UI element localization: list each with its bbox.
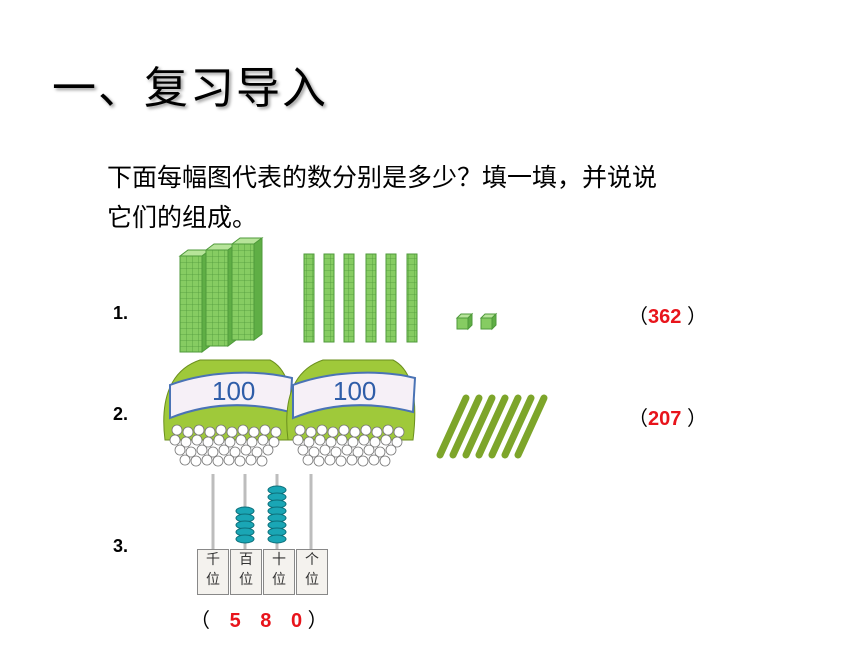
answer-3-open: （ bbox=[190, 610, 210, 632]
answer-3-close: ） bbox=[307, 610, 328, 632]
answer-3-digit-2: 8 bbox=[260, 610, 272, 632]
item-3-label: 3. bbox=[113, 536, 129, 556]
answer-1: （362 ） bbox=[628, 300, 707, 329]
answer-1-close: ） bbox=[686, 306, 707, 328]
answer-2: （207 ） bbox=[628, 402, 707, 431]
tens-rods bbox=[303, 253, 418, 343]
answer-1-open: （ bbox=[628, 306, 648, 328]
answer-2-open: （ bbox=[628, 408, 648, 430]
answer-3-digit-3: 0 bbox=[290, 610, 303, 632]
tens-beads bbox=[267, 485, 287, 544]
single-sticks bbox=[436, 394, 548, 459]
question-line-2: 它们的组成。 bbox=[107, 203, 258, 232]
page-title: 一、复习导入 bbox=[52, 63, 328, 114]
item-2-label: 2. bbox=[113, 404, 129, 424]
hundreds-flats bbox=[178, 237, 264, 353]
answer-1-value: 362 bbox=[648, 306, 682, 328]
item-1-label: 1. bbox=[113, 303, 129, 323]
answer-3-digit-1: 5 bbox=[229, 610, 241, 632]
stick-bundle-2 bbox=[286, 359, 417, 467]
question-line-1: 下面每幅图代表的数分别是多少？填一填，并说说 bbox=[107, 163, 658, 192]
unit-cubes bbox=[455, 312, 498, 331]
place-tens: 十 位 bbox=[263, 549, 295, 595]
bundle-label-1: 100 bbox=[212, 376, 255, 406]
bundle-label-2: 100 bbox=[333, 376, 376, 406]
answer-2-value: 207 bbox=[648, 408, 682, 430]
abacus-rods bbox=[211, 474, 313, 549]
place-thousands: 千 位 bbox=[197, 549, 229, 595]
answer-3: （ 5 8 0 ） bbox=[190, 604, 328, 633]
place-hundreds: 百 位 bbox=[230, 549, 262, 595]
answer-2-close: ） bbox=[686, 408, 707, 430]
hundreds-beads bbox=[235, 506, 255, 544]
place-ones: 个 位 bbox=[296, 549, 328, 595]
